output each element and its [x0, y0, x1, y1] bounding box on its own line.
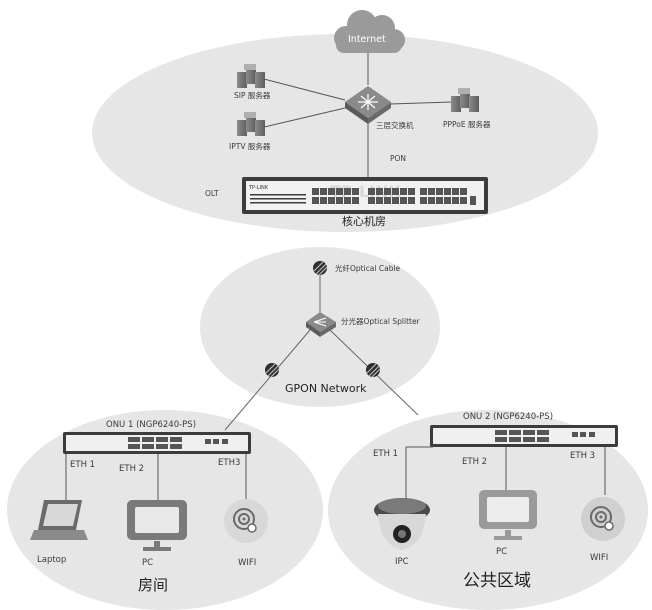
l3-switch-label: 三层交换机	[376, 121, 414, 130]
pc-monitor-icon	[127, 500, 187, 551]
wifi-label: WIFI	[238, 558, 257, 568]
onu2-links	[405, 446, 606, 500]
pppoe-server-icon	[451, 88, 479, 112]
olt-port	[352, 197, 359, 204]
olt-port	[368, 188, 375, 195]
core-room-label: 核心机房	[342, 215, 386, 228]
olt-port	[384, 188, 391, 195]
olt-port	[428, 197, 435, 204]
room-zone-label: 房间	[138, 576, 169, 594]
pon-label: PON	[390, 154, 407, 163]
olt-port	[344, 188, 351, 195]
olt-port	[428, 188, 435, 195]
olt-port	[312, 197, 319, 204]
olt-port	[408, 197, 415, 204]
optical-cable-label: 光纤Optical Cable	[335, 264, 401, 273]
onu1-eth1-label: ETH 1	[70, 460, 96, 470]
onu1-label: ONU 1 (NGP6240-PS)	[106, 420, 197, 430]
optical-splitter-label: 分光器Optical Splitter	[341, 317, 420, 326]
gpon-network-label: GPON Network	[285, 382, 367, 395]
ip-camera-icon	[374, 498, 430, 550]
olt-port	[352, 188, 359, 195]
fiber-cable-icon	[366, 363, 381, 378]
onu-device-icon	[430, 425, 618, 447]
olt-port	[392, 197, 399, 204]
olt-port	[384, 197, 391, 204]
internet-label: Internet	[348, 34, 386, 45]
wifi-label: WIFI	[590, 553, 609, 563]
olt-brand-text: TP-LINK	[248, 185, 269, 191]
olt-label: OLT	[205, 189, 219, 198]
olt-port	[376, 197, 383, 204]
cloud-icon	[334, 10, 405, 53]
fiber-cable-icon	[313, 261, 328, 276]
laptop-label: Laptop	[37, 555, 67, 565]
olt-port	[328, 197, 335, 204]
olt-port	[392, 188, 399, 195]
olt-port	[312, 188, 319, 195]
olt-port	[420, 188, 427, 195]
iptv-server-icon	[237, 112, 265, 136]
onu2-eth1-label: ETH 1	[373, 449, 399, 459]
olt-port	[376, 188, 383, 195]
olt-port	[400, 188, 407, 195]
olt-port	[400, 197, 407, 204]
ipc-label: IPC	[395, 557, 409, 567]
olt-port	[436, 197, 443, 204]
olt-port	[444, 197, 451, 204]
olt-port	[460, 188, 467, 195]
core-links	[259, 45, 453, 178]
olt-port	[460, 197, 467, 204]
olt-port	[320, 188, 327, 195]
olt-port	[336, 188, 343, 195]
olt-port	[320, 197, 327, 204]
olt-port	[452, 188, 459, 195]
laptop-icon	[30, 500, 88, 540]
onu1-links	[65, 454, 247, 500]
olt-port	[452, 197, 459, 204]
olt-port	[436, 188, 443, 195]
olt-watermark: TP-LINK	[330, 182, 402, 201]
layer3-switch-icon	[345, 86, 391, 124]
onu2-label: ONU 2 (NGP6240-PS)	[463, 412, 554, 422]
olt-port	[444, 188, 451, 195]
olt-port	[368, 197, 375, 204]
olt-port	[344, 197, 351, 204]
iptv-server-label: IPTV 服务器	[229, 142, 271, 151]
onu-device-icon	[63, 432, 251, 454]
olt-device-icon: TP-LINK TP-LINK	[242, 177, 488, 214]
onu1-eth3-label: ETH3	[218, 458, 241, 468]
wifi-ap-icon	[581, 497, 625, 541]
wifi-ap-icon	[224, 499, 268, 543]
fiber-cable-icon	[265, 363, 280, 378]
pppoe-server-label: PPPoE 服务器	[443, 120, 491, 129]
onu2-eth3-label: ETH 3	[570, 451, 596, 461]
olt-port	[408, 188, 415, 195]
sip-server-icon	[237, 64, 265, 88]
splitter-icon	[306, 312, 336, 337]
olt-port	[328, 188, 335, 195]
pc-label: PC	[142, 558, 154, 568]
onu2-eth2-label: ETH 2	[462, 457, 488, 467]
pc-monitor-icon	[479, 490, 537, 540]
public-zone-label: 公共区域	[463, 571, 531, 591]
onu1-eth2-label: ETH 2	[119, 464, 145, 474]
pc-label: PC	[496, 547, 508, 557]
sip-server-label: SIP 服务器	[234, 91, 271, 100]
olt-port	[336, 197, 343, 204]
olt-port	[420, 197, 427, 204]
